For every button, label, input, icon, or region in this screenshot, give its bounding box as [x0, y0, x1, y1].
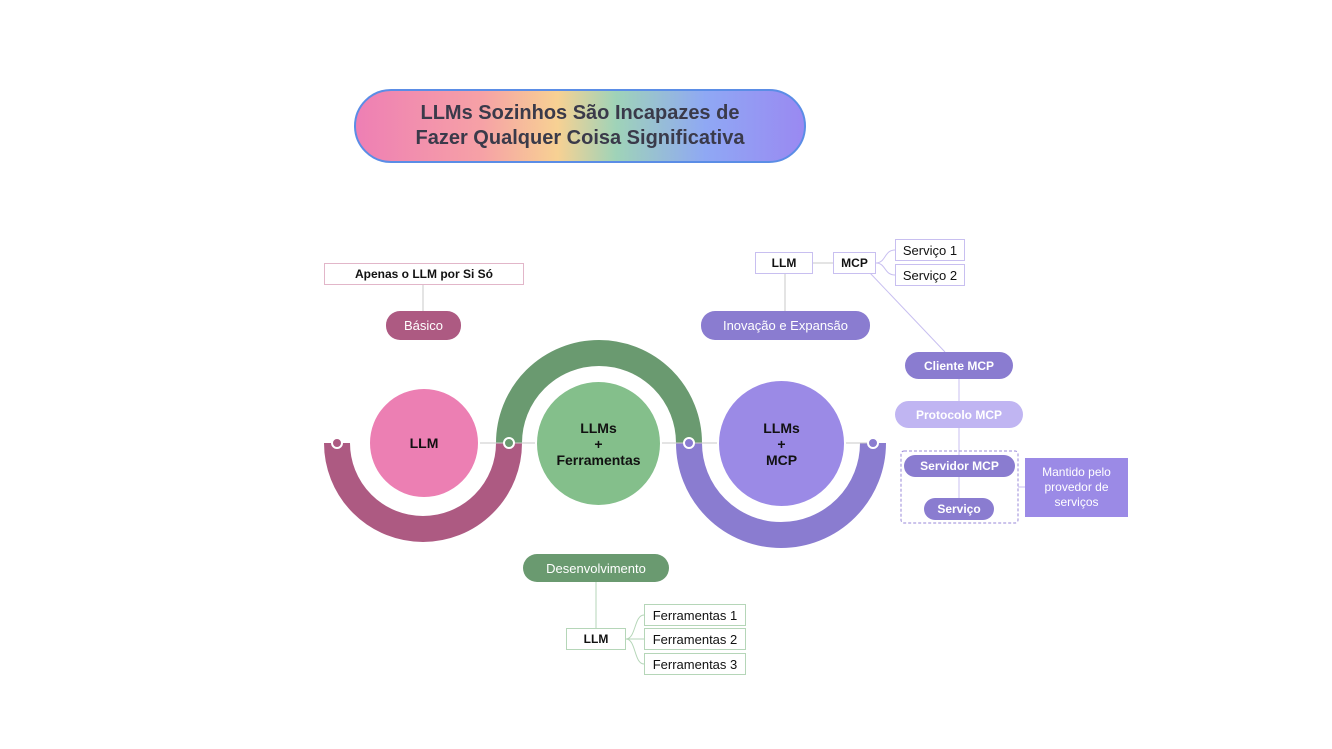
basic-pill[interactable]: Básico [386, 311, 461, 340]
title-line-1: LLMs Sozinhos São Incapazes de [420, 102, 740, 124]
development-circle[interactable]: LLMs + Ferramentas [535, 380, 662, 507]
development-pill[interactable]: Desenvolvimento [523, 554, 669, 582]
tool-3-box[interactable]: Ferramentas 3 [644, 653, 746, 675]
innovation-circle-line2: + [777, 435, 786, 452]
innovation-llm-box[interactable]: LLM [755, 252, 813, 274]
development-llm-box[interactable]: LLM [566, 628, 626, 650]
maintainer-note-line2: provedor de [1044, 480, 1109, 494]
basic-description-box[interactable]: Apenas o LLM por Si Só [324, 263, 524, 285]
mcp-protocol-pill[interactable]: Protocolo MCP [895, 401, 1023, 428]
service-2-label: Serviço 2 [902, 267, 958, 283]
basic-arc [324, 442, 522, 542]
tools-connectors [595, 582, 645, 665]
tool-2-box[interactable]: Ferramentas 2 [644, 628, 746, 650]
development-pill-label: Desenvolvimento [546, 560, 646, 576]
server-group-frame [900, 450, 1019, 524]
mcp-server-pill[interactable]: Servidor MCP [904, 455, 1015, 477]
innovation-arc [676, 442, 886, 548]
mcp-connectors [869, 249, 1025, 498]
basic-circle[interactable]: LLM [368, 387, 480, 499]
mcp-server-label: Servidor MCP [920, 459, 999, 473]
service-1-label: Serviço 1 [902, 242, 958, 258]
development-circle-line3: Ferramentas [556, 451, 641, 468]
service-1-box[interactable]: Serviço 1 [895, 239, 965, 261]
development-arc [496, 340, 702, 444]
tool-1-box[interactable]: Ferramentas 1 [644, 604, 746, 626]
maintainer-note[interactable]: Mantido pelo provedor de serviços [1025, 458, 1128, 517]
arc-node-end[interactable] [867, 437, 879, 449]
title-line-2: Fazer Qualquer Coisa Significativa [415, 127, 745, 149]
mcp-service-label: Serviço [937, 502, 981, 516]
innovation-circle-line3: MCP [765, 451, 798, 468]
development-circle-line2: + [594, 435, 603, 452]
innovation-pill-label: Inovação e Expansão [722, 318, 849, 333]
arc-node-start[interactable] [331, 437, 343, 449]
tool-1-label: Ferramentas 1 [652, 607, 738, 623]
mcp-protocol-label: Protocolo MCP [916, 407, 1002, 422]
innovation-circle-line1: LLMs [763, 419, 800, 436]
mcp-client-pill[interactable]: Cliente MCP [905, 352, 1013, 379]
service-2-box[interactable]: Serviço 2 [895, 264, 965, 286]
arc-node-basic-dev[interactable] [503, 437, 515, 449]
mcp-service-pill[interactable]: Serviço [924, 498, 994, 520]
basic-circle-label: LLM [409, 435, 439, 451]
mcp-box[interactable]: MCP [833, 252, 876, 274]
arc-node-dev-innovation[interactable] [683, 437, 695, 449]
basic-description: Apenas o LLM por Si Só [354, 267, 493, 281]
innovation-llm-label: LLM [771, 256, 797, 270]
development-circle-line1: LLMs [580, 419, 617, 436]
development-llm-label: LLM [583, 632, 609, 646]
innovation-pill[interactable]: Inovação e Expansão [701, 311, 870, 340]
maintainer-note-line1: Mantido pelo [1042, 465, 1111, 479]
mcp-client-label: Cliente MCP [923, 358, 994, 373]
innovation-circle[interactable]: LLMs + MCP [717, 379, 846, 508]
tool-3-label: Ferramentas 3 [652, 656, 738, 672]
maintainer-note-line3: serviços [1054, 495, 1099, 509]
mcp-label: MCP [841, 256, 868, 270]
basic-pill-label: Básico [403, 318, 444, 333]
page-title[interactable]: LLMs Sozinhos São Incapazes de Fazer Qual… [354, 89, 806, 163]
tool-2-label: Ferramentas 2 [652, 631, 738, 647]
